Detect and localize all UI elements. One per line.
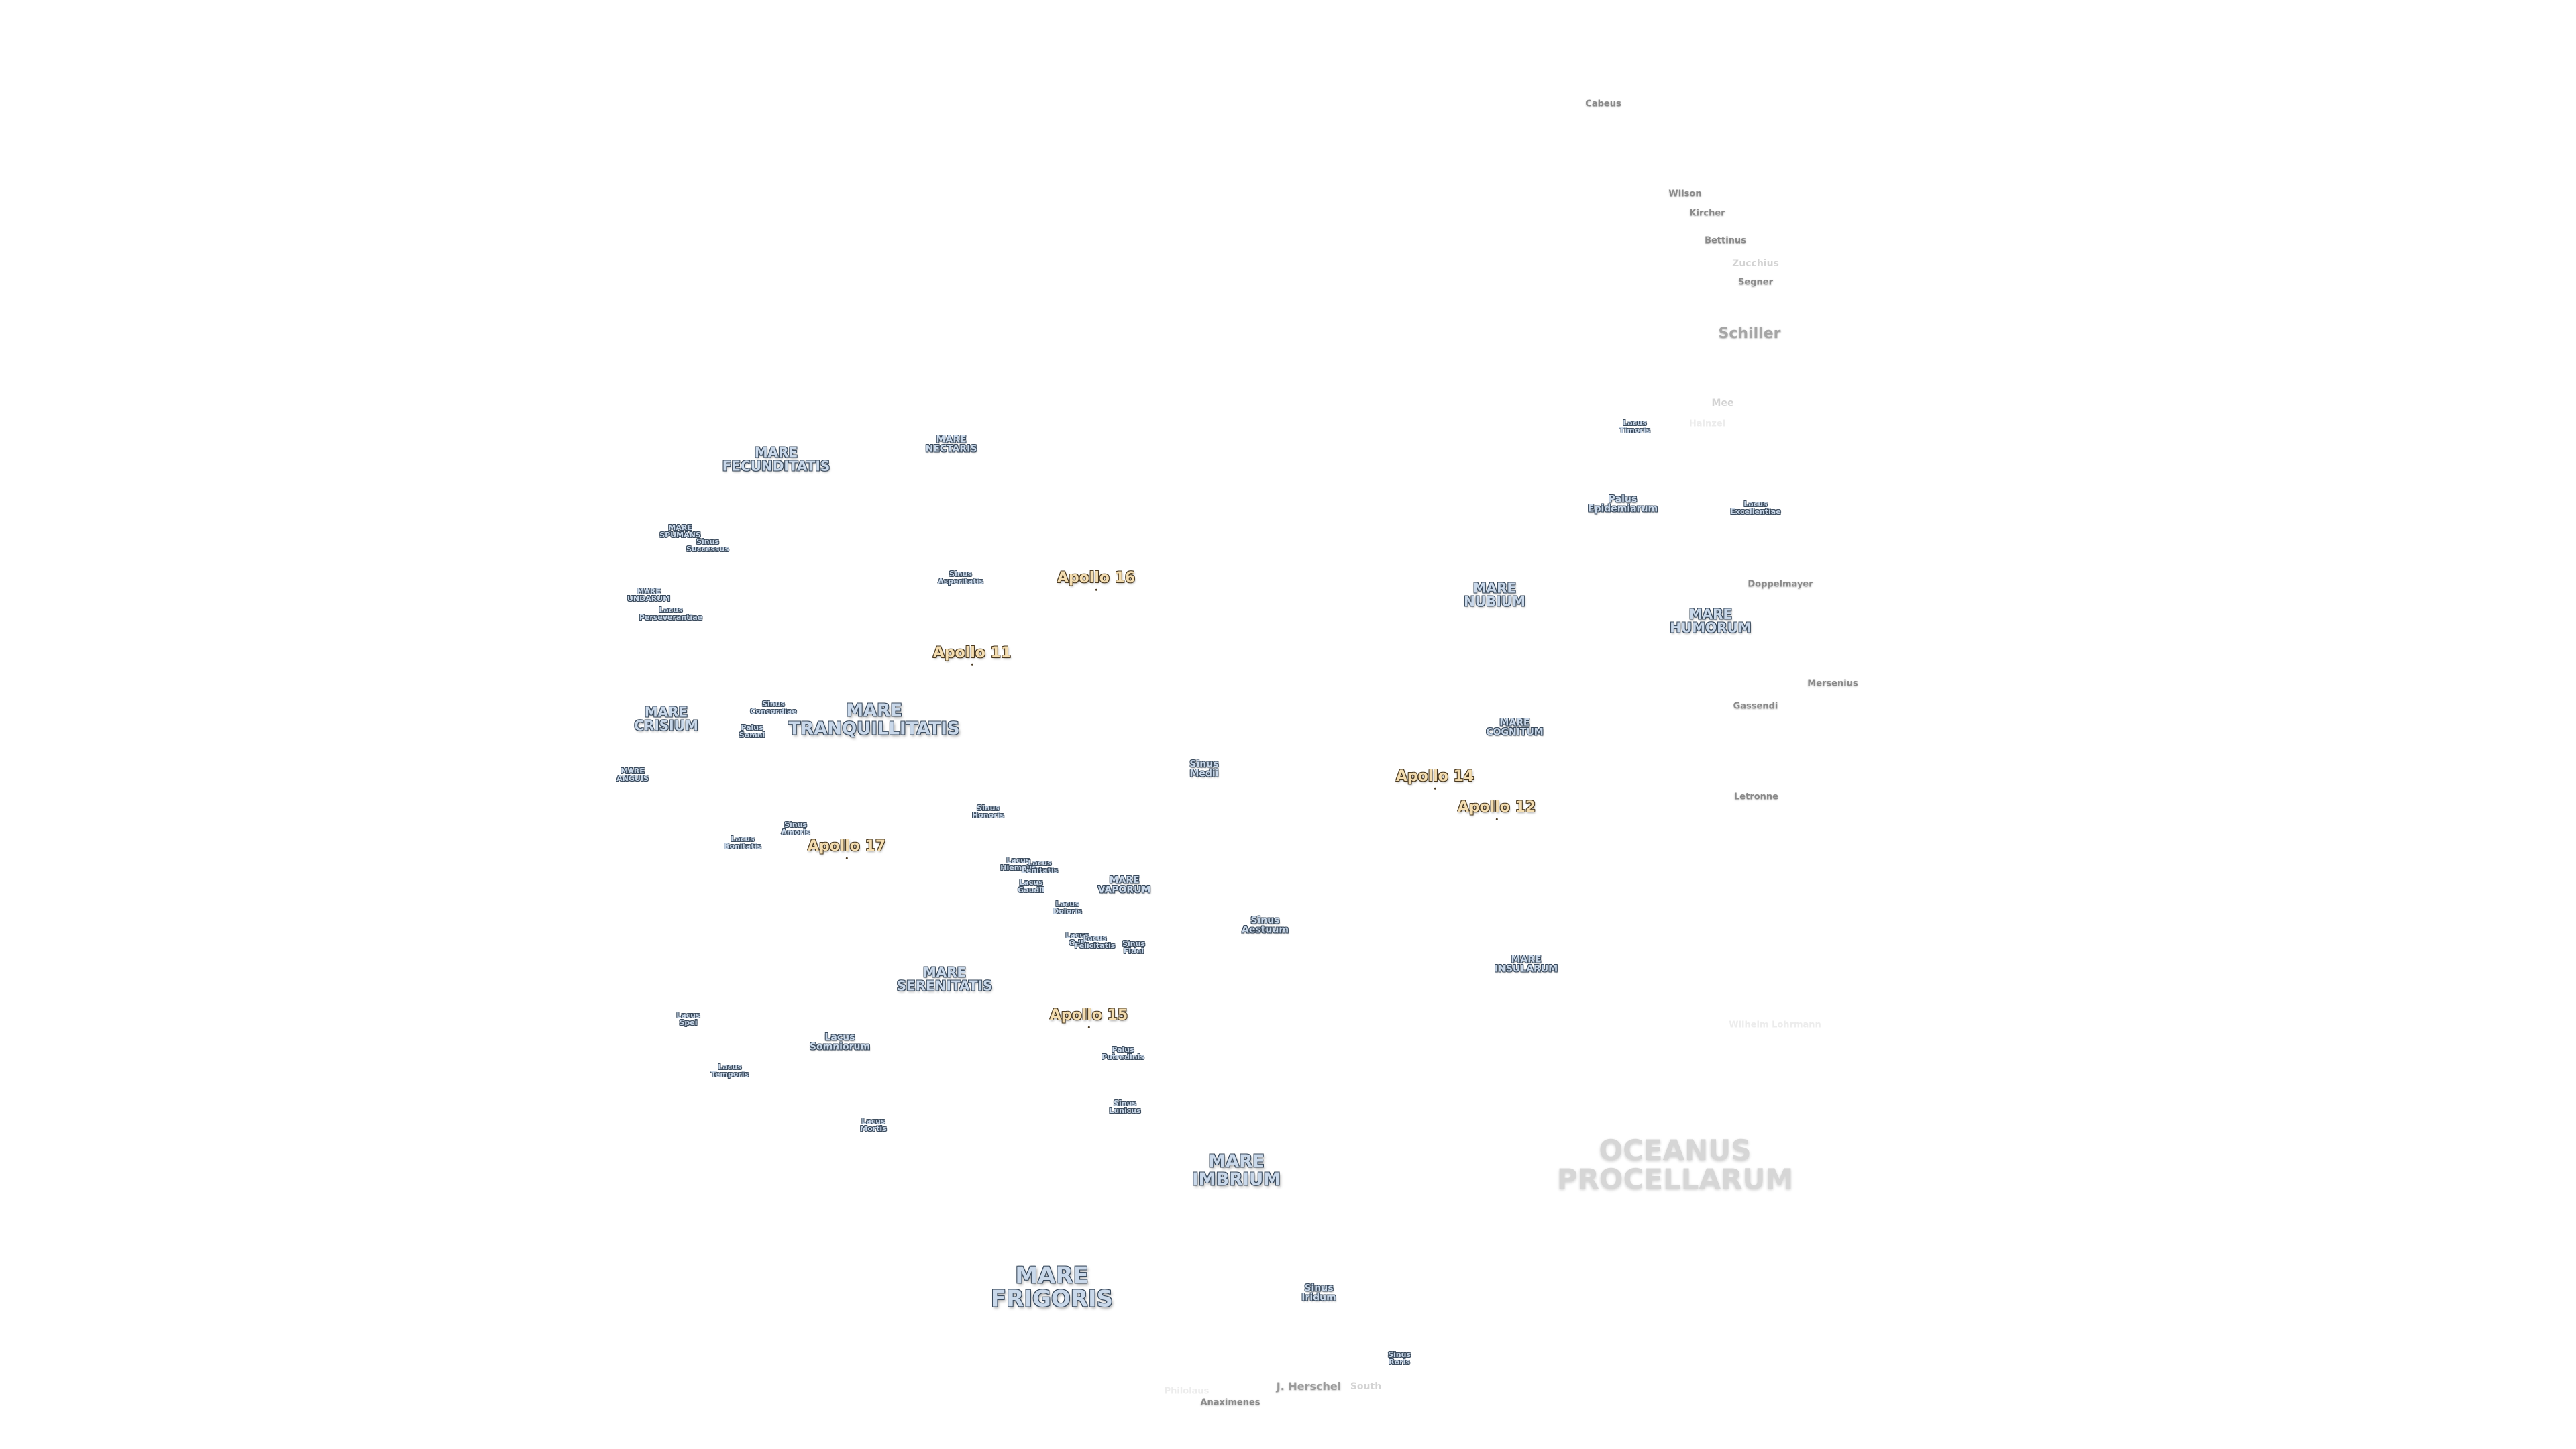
mare-humorum-label[interactable]: MARE HUMORUM: [1670, 606, 1752, 636]
lacus-gaudii-label[interactable]: Lacus Gaudii: [1018, 877, 1044, 894]
crater-label-gassendi[interactable]: Gassendi: [1733, 701, 1778, 712]
sinus-amoris-label[interactable]: Sinus Amoris: [781, 820, 810, 837]
crater-label-kircher[interactable]: Kircher: [1689, 208, 1725, 219]
sinus-roris-label[interactable]: Sinus Roris: [1388, 1350, 1411, 1366]
lacus-spei-label[interactable]: Lacus Spei: [676, 1010, 700, 1027]
lacus-hiemalis-label[interactable]: Lacus Hiemalis: [1000, 855, 1036, 872]
mare-anguis-label[interactable]: MARE ANGUIS: [616, 766, 649, 783]
crater-label-bettinus[interactable]: Bettinus: [1705, 235, 1746, 246]
sinus-aestuum-label[interactable]: Sinus Aestuum: [1242, 915, 1289, 936]
mare-serenitatis-label[interactable]: MARE SERENITATIS: [896, 964, 993, 994]
mare-vaporum-label[interactable]: MARE VAPORUM: [1097, 875, 1151, 896]
mare-frigoris-label[interactable]: MARE FRIGORIS: [990, 1262, 1114, 1312]
lacus-temporis-label[interactable]: Lacus Temporis: [710, 1062, 749, 1079]
crater-label-letronne[interactable]: Letronne: [1734, 792, 1778, 802]
crater-label-mersenius[interactable]: Mersenius: [1807, 678, 1858, 689]
lacus-odii-label[interactable]: Lacus Odii: [1065, 930, 1089, 947]
palus-putredinis-label[interactable]: Palus Putredinis: [1102, 1044, 1144, 1061]
sinus-concordiae-label[interactable]: Sinus Concordiae: [750, 699, 797, 716]
palus-somni-label[interactable]: Palus Somni: [739, 722, 765, 739]
faint-crater-label[interactable]: Wilhelm Lohrmann: [1729, 1020, 1821, 1030]
crater-label-anaximenes[interactable]: Anaximenes: [1200, 1397, 1260, 1408]
mare-nubium-label[interactable]: MARE NUBIUM: [1464, 580, 1525, 610]
sinus-asperitatis-label[interactable]: Sinus Asperitatis: [938, 569, 983, 586]
crater-label-hainzel[interactable]: Hainzel: [1688, 419, 1726, 429]
crater-label-doppelmayer[interactable]: Doppelmayer: [1748, 579, 1813, 590]
palus-epidemiarum-label[interactable]: Palus Epidemiarum: [1587, 494, 1658, 515]
lacus-mortis-label[interactable]: Lacus Mortis: [860, 1116, 887, 1133]
mare-fecunditatis-label[interactable]: MARE FECUNDITATIS: [722, 444, 830, 474]
crater-label-mee[interactable]: Mee: [1711, 397, 1734, 409]
apollo-11-landing-site[interactable]: Apollo 11: [932, 644, 1012, 667]
sinus-successus-label[interactable]: Sinus Successus: [686, 537, 729, 553]
sinus-medii-label[interactable]: Sinus Medii: [1189, 759, 1219, 780]
lacus-perseverantiae-label[interactable]: Lacus Perseverantiae: [639, 605, 703, 622]
mare-spumans-label[interactable]: MARE SPUMANS: [659, 523, 701, 539]
sinus-honoris-label[interactable]: Sinus Honoris: [972, 803, 1004, 820]
apollo-17-landing-site[interactable]: Apollo 17: [807, 837, 886, 860]
lacus-lenitatis-label[interactable]: Lacus Lenitatis: [1021, 858, 1059, 875]
apollo-14-landing-site[interactable]: Apollo 14: [1395, 767, 1474, 790]
crater-label-wilson[interactable]: Wilson: [1668, 189, 1702, 199]
lacus-bonitatis-label[interactable]: Lacus Bonitatis: [724, 834, 761, 851]
mare-insularum-label[interactable]: MARE INSULARUM: [1494, 954, 1558, 975]
apollo-15-landing-site[interactable]: Apollo 15: [1049, 1006, 1128, 1029]
mare-nectaris-label[interactable]: MARE NECTARIS: [925, 434, 977, 455]
mare-imbrium-label[interactable]: MARE IMBRIUM: [1191, 1151, 1281, 1189]
lacus-excellentiae-label[interactable]: Lacus Excellentiae: [1730, 499, 1781, 516]
crater-label-south[interactable]: South: [1350, 1381, 1382, 1392]
mare-undarum-label[interactable]: MARE UNDARUM: [627, 586, 671, 603]
crater-label-j-herschel[interactable]: J. Herschel: [1276, 1379, 1342, 1393]
lacus-somniorum-label[interactable]: Lacus Somniorum: [809, 1032, 871, 1053]
lacus-timoris-label[interactable]: Lacus Timoris: [1619, 418, 1651, 435]
crater-label-segner[interactable]: Segner: [1738, 277, 1773, 288]
sinus-fidei-label[interactable]: Sinus Fidei: [1122, 938, 1145, 955]
mare-crisium-label[interactable]: MARE CRISIUM: [634, 704, 698, 734]
crater-label-philolaus[interactable]: Philolaus: [1164, 1386, 1210, 1397]
oceanus-procellarum-label[interactable]: OCEANUS PROCELLARUM: [1556, 1134, 1794, 1195]
sinus-lunicus-label[interactable]: Sinus Lunicus: [1109, 1098, 1141, 1115]
sinus-iridum-label[interactable]: Sinus Iridum: [1301, 1283, 1336, 1303]
lacus-doloris-label[interactable]: Lacus Doloris: [1053, 899, 1082, 916]
crater-label-zucchius[interactable]: Zucchius: [1732, 258, 1779, 269]
mare-cognitum-label[interactable]: MARE COGNITUM: [1486, 717, 1544, 738]
apollo-12-landing-site[interactable]: Apollo 12: [1457, 798, 1536, 821]
mare-tranquillitatis-label[interactable]: MARE TRANQUILLITATIS: [788, 700, 960, 739]
crater-label-cabeus[interactable]: Cabeus: [1585, 99, 1621, 109]
apollo-16-landing-site[interactable]: Apollo 16: [1057, 569, 1136, 592]
lacus-felicitatis-label[interactable]: Lacus Felicitatis: [1074, 933, 1116, 950]
crater-label-schiller[interactable]: Schiller: [1718, 325, 1781, 342]
